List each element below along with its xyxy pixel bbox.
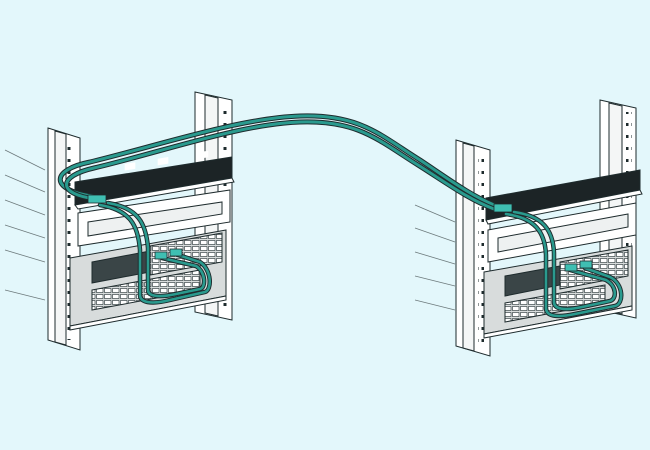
right-network-switch [483,245,633,339]
right-switch-connector-1 [564,263,578,272]
right-cable-manager [487,202,637,263]
right-patch-cables [503,209,624,319]
left-switch-connector-2 [169,248,183,257]
trunk-cable [57,113,497,212]
right-wall-lines [414,204,456,311]
left-switch-connector-1 [154,251,168,260]
left-cable-manager [77,189,231,247]
left-wall-lines [4,149,46,301]
left-patch-cables [97,200,212,305]
right-panel-connector [493,203,513,213]
left-panel-connector [87,194,107,204]
right-rack [414,99,643,357]
left-fiber-patch-panel [74,150,235,210]
fiber-connectors [87,194,593,272]
left-rack [4,91,235,351]
right-switch-connector-2 [579,260,593,269]
